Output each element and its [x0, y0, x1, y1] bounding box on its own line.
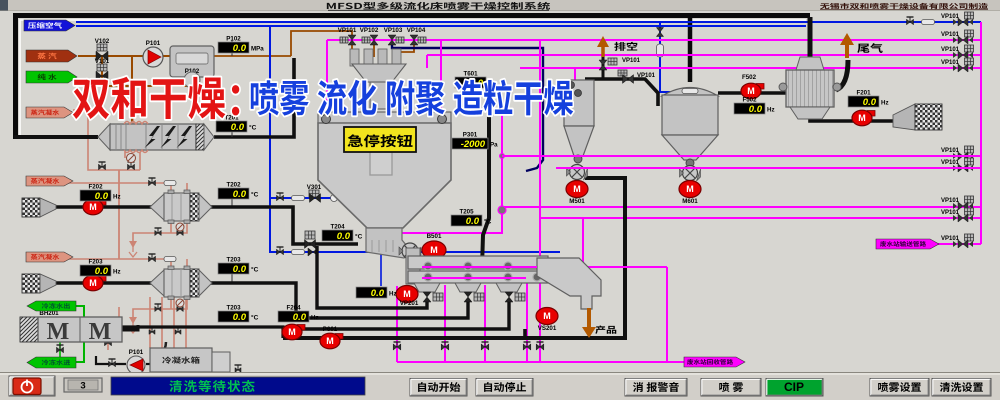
svg-text:0.0: 0.0: [95, 266, 109, 277]
svg-text:M: M: [543, 311, 551, 321]
svg-text:0.0: 0.0: [233, 189, 247, 200]
svg-text:°C: °C: [251, 266, 259, 274]
svg-text:0.0: 0.0: [293, 312, 307, 323]
svg-text:V301: V301: [307, 184, 322, 191]
svg-text:T203: T203: [226, 257, 241, 264]
svg-text:M: M: [403, 289, 411, 299]
svg-text:0.0: 0.0: [95, 191, 109, 202]
svg-text:P101: P101: [146, 40, 161, 47]
svg-text:VP101: VP101: [941, 32, 960, 38]
svg-text:Hz: Hz: [113, 194, 121, 201]
svg-text:0.0: 0.0: [233, 264, 247, 275]
svg-text:0.0: 0.0: [749, 104, 763, 115]
svg-text:T201: T201: [224, 115, 239, 122]
svg-text:M: M: [47, 319, 70, 345]
svg-text:VP101: VP101: [941, 47, 960, 53]
svg-text:VP101: VP101: [941, 198, 960, 204]
svg-text:VP101: VP101: [338, 27, 357, 34]
svg-text:VP101: VP101: [941, 14, 960, 20]
svg-text:M: M: [573, 184, 581, 194]
svg-text:VP101: VP101: [941, 236, 960, 242]
svg-text:VP101: VP101: [622, 58, 641, 64]
svg-text:M501: M501: [569, 198, 585, 205]
svg-text:P102: P102: [226, 36, 241, 43]
svg-text:T205: T205: [459, 209, 474, 216]
svg-text:Hz: Hz: [113, 269, 121, 276]
svg-text:°C: °C: [249, 124, 257, 132]
svg-text:B501: B501: [427, 233, 442, 240]
svg-text:M: M: [89, 319, 112, 345]
svg-text:M: M: [858, 113, 866, 123]
svg-text:F204: F204: [286, 305, 301, 312]
svg-text:0.0: 0.0: [337, 231, 351, 242]
svg-text:0.0: 0.0: [371, 288, 385, 299]
svg-text:VP102: VP102: [360, 27, 379, 34]
svg-text:T601: T601: [463, 71, 478, 78]
svg-text:Hz: Hz: [881, 100, 889, 107]
svg-text:F502: F502: [742, 97, 757, 104]
svg-text:°C: °C: [251, 191, 259, 199]
svg-text:VP101: VP101: [941, 210, 960, 216]
svg-text:T202: T202: [226, 182, 241, 189]
svg-text:0.0: 0.0: [863, 97, 877, 108]
svg-text:0.0: 0.0: [231, 122, 245, 133]
svg-text:Pa: Pa: [490, 142, 498, 149]
svg-text:0.0: 0.0: [233, 312, 247, 323]
svg-text:P601: P601: [323, 326, 338, 333]
svg-text:VP101: VP101: [941, 160, 960, 166]
svg-text:VP101: VP101: [637, 73, 656, 79]
svg-text:CIP: CIP: [784, 380, 804, 394]
svg-text:VS201: VS201: [538, 325, 557, 332]
svg-text:T204: T204: [330, 224, 345, 231]
svg-text:°C: °C: [355, 233, 363, 241]
svg-text:P301: P301: [463, 132, 478, 139]
svg-text:VP104: VP104: [407, 27, 426, 34]
svg-text:P102: P102: [185, 68, 200, 75]
svg-text:-2000: -2000: [461, 139, 486, 150]
svg-text:M: M: [288, 327, 296, 337]
svg-text:M: M: [89, 278, 97, 288]
svg-text:P101: P101: [129, 349, 144, 356]
svg-text:0.0: 0.0: [466, 216, 480, 227]
svg-text:VP101: VP101: [941, 60, 960, 66]
svg-text:3: 3: [80, 381, 85, 392]
svg-text:°C: °C: [251, 314, 259, 322]
svg-text:M601: M601: [682, 198, 698, 205]
svg-text:Hz: Hz: [767, 107, 775, 114]
svg-text:VP201: VP201: [400, 300, 419, 307]
svg-text:F201: F201: [856, 90, 871, 97]
svg-text:°C: °C: [484, 218, 492, 226]
svg-text:V101: V101: [95, 58, 110, 65]
svg-text:M: M: [747, 86, 755, 96]
svg-text:F202: F202: [88, 184, 103, 191]
svg-text:F203: F203: [88, 259, 103, 266]
svg-text:T203: T203: [226, 305, 241, 312]
svg-text:M: M: [430, 245, 438, 255]
svg-text:F502: F502: [742, 74, 757, 81]
svg-text:Hz: Hz: [389, 291, 397, 298]
svg-text:VP103: VP103: [384, 27, 403, 34]
svg-text:V102: V102: [95, 38, 110, 45]
svg-text:BH201: BH201: [39, 310, 59, 317]
svg-text:M: M: [326, 336, 334, 346]
svg-text:Hz: Hz: [311, 315, 319, 322]
svg-text:M: M: [89, 202, 97, 212]
svg-text:VP101: VP101: [941, 148, 960, 154]
svg-text:0.0: 0.0: [233, 43, 247, 54]
svg-text:M: M: [686, 184, 694, 194]
svg-text:MPa: MPa: [251, 46, 264, 53]
